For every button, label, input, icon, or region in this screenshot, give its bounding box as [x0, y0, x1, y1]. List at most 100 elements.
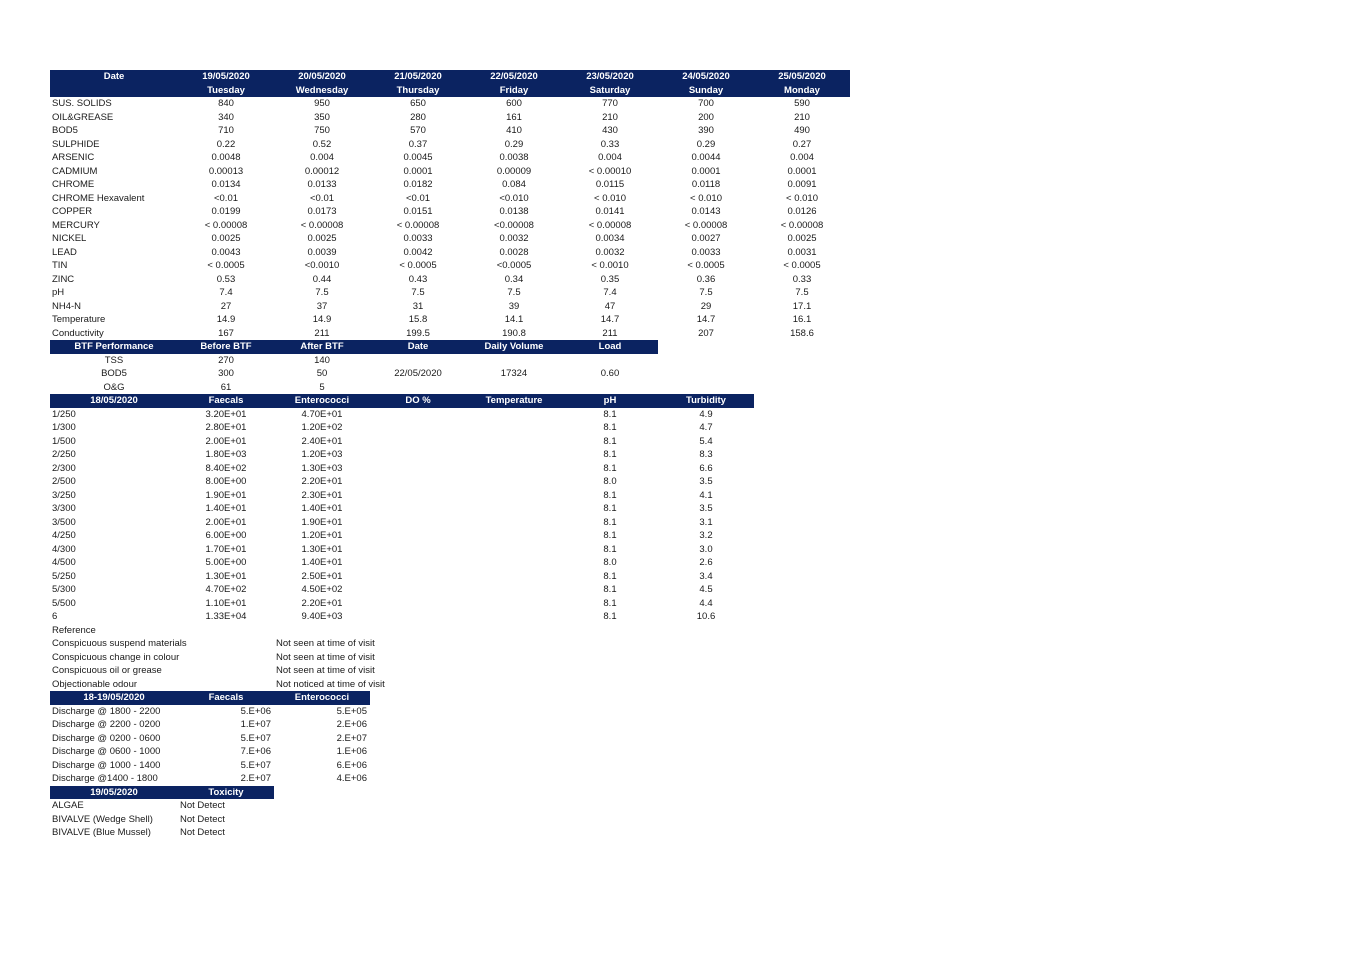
sample-ph: 8.1 — [603, 570, 617, 582]
parameter-value: 0.29 — [504, 138, 524, 150]
parameter-value: < 0.00008 — [300, 219, 344, 231]
reference-label: Conspicuous oil or grease — [52, 665, 162, 676]
parameter-value: 0.52 — [312, 138, 332, 150]
parameter-value: 840 — [218, 98, 234, 109]
toxicity-row: BIVALVE (Blue Mussel)Not Detect — [50, 826, 850, 840]
parameter-value: < 0.00008 — [396, 219, 440, 231]
sample-site: 2/300 — [52, 462, 76, 474]
parameter-name: OIL&GREASE — [52, 111, 114, 123]
parameter-value: 0.0033 — [403, 233, 433, 244]
sample-turbidity: 5.4 — [699, 435, 713, 447]
parameter-value: 0.0173 — [307, 206, 337, 217]
btf-header-cell: Load — [598, 341, 622, 352]
sample-turbidity: 4.7 — [699, 422, 713, 433]
parameter-name: COPPER — [52, 206, 93, 217]
toxicity-header-row-band — [50, 785, 274, 799]
parameter-name: ARSENIC — [52, 152, 95, 163]
sample-ph: 8.0 — [603, 557, 617, 568]
parameter-value: 161 — [506, 111, 522, 123]
parameter-name: Temperature — [52, 314, 106, 325]
sample-turbidity: 3.2 — [699, 530, 713, 541]
sample-ph: 8.1 — [603, 462, 617, 474]
sample-turbidity: 3.1 — [699, 516, 713, 528]
parameter-value: 0.004 — [310, 152, 334, 163]
parameter-value: 950 — [314, 98, 330, 109]
discharge-faecals: 5.E+06 — [240, 705, 271, 717]
parameter-value: 7.5 — [699, 287, 713, 298]
btf-daily-volume: 17324 — [500, 368, 528, 379]
bacteria-header-cell: Temperature — [485, 395, 543, 406]
parameter-value: 430 — [602, 125, 618, 136]
parameter-value: 0.0134 — [211, 179, 241, 190]
parameter-value: <0.00008 — [494, 219, 534, 231]
parameter-value: 207 — [698, 327, 714, 339]
parameter-value: 200 — [698, 111, 714, 123]
parameter-value: 0.0001 — [691, 165, 721, 177]
bacteria-header-cell: DO % — [405, 395, 431, 406]
daily-header-date: 21/05/2020 — [394, 71, 442, 82]
parameter-name: ZINC — [52, 273, 75, 285]
toxicity-label: BIVALVE (Wedge Shell) — [52, 813, 153, 825]
sample-enterococci: 1.30E+03 — [301, 462, 343, 474]
parameter-value: 0.0001 — [787, 165, 817, 177]
parameter-value: 410 — [506, 125, 522, 136]
sample-faecals: 1.10E+01 — [205, 597, 247, 609]
sample-turbidity: 8.3 — [699, 449, 713, 460]
sample-ph: 8.1 — [603, 408, 617, 420]
parameter-value: 7.4 — [603, 287, 617, 298]
parameter-value: 0.004 — [598, 152, 622, 163]
btf-date — [370, 381, 466, 395]
parameter-value: 0.0033 — [691, 246, 721, 258]
sample-turbidity: 4.4 — [699, 597, 713, 609]
discharge-label: Discharge @ 1000 - 1400 — [52, 759, 161, 771]
parameter-name: CHROME Hexavalent — [52, 192, 145, 204]
reference-value: Not seen at time of visit — [276, 651, 375, 663]
parameter-value: 0.0126 — [787, 206, 817, 217]
daily-row: CHROME Hexavalent<0.01<0.01<0.01<0.010< … — [50, 192, 850, 206]
parameter-value: 0.0025 — [307, 233, 337, 244]
discharge-label: Discharge @ 0200 - 0600 — [52, 732, 161, 744]
parameter-value: <0.0010 — [304, 260, 340, 271]
parameter-value: 0.0027 — [691, 233, 721, 244]
parameter-value: < 0.010 — [690, 192, 722, 204]
discharge-faecals: 2.E+07 — [240, 773, 271, 784]
parameter-value: 0.00013 — [208, 165, 244, 177]
discharge-label: Discharge @1400 - 1800 — [52, 773, 158, 784]
btf-parameter: O&G — [103, 381, 125, 393]
parameter-value: 0.0199 — [211, 206, 241, 217]
parameter-value: <0.010 — [499, 192, 529, 204]
sample-enterococci: 2.50E+01 — [301, 570, 343, 582]
parameter-value: 0.00009 — [496, 165, 532, 177]
sample-faecals: 1.30E+01 — [205, 570, 247, 582]
bacteria-header-row-band — [50, 394, 754, 408]
bacteria-header-cell: Faecals — [208, 395, 244, 406]
sample-enterococci: 9.40E+03 — [301, 611, 343, 622]
parameter-value: 7.5 — [411, 287, 425, 298]
parameter-value: < 0.0005 — [783, 260, 821, 271]
parameter-value: 0.0151 — [403, 206, 433, 217]
parameter-value: 158.6 — [790, 327, 814, 339]
btf-load — [562, 381, 658, 395]
sample-turbidity: 6.6 — [699, 462, 713, 474]
parameter-value: < 0.00008 — [588, 219, 632, 231]
toxicity-value: Not Detect — [180, 827, 225, 838]
parameter-value: 14.7 — [600, 314, 620, 325]
bacteria-header-cell: Turbidity — [686, 395, 726, 406]
sample-enterococci: 2.20E+01 — [301, 597, 343, 609]
parameter-name: MERCURY — [52, 219, 100, 231]
parameter-value: 0.29 — [696, 138, 716, 150]
reference-title-row: Reference — [50, 624, 850, 638]
